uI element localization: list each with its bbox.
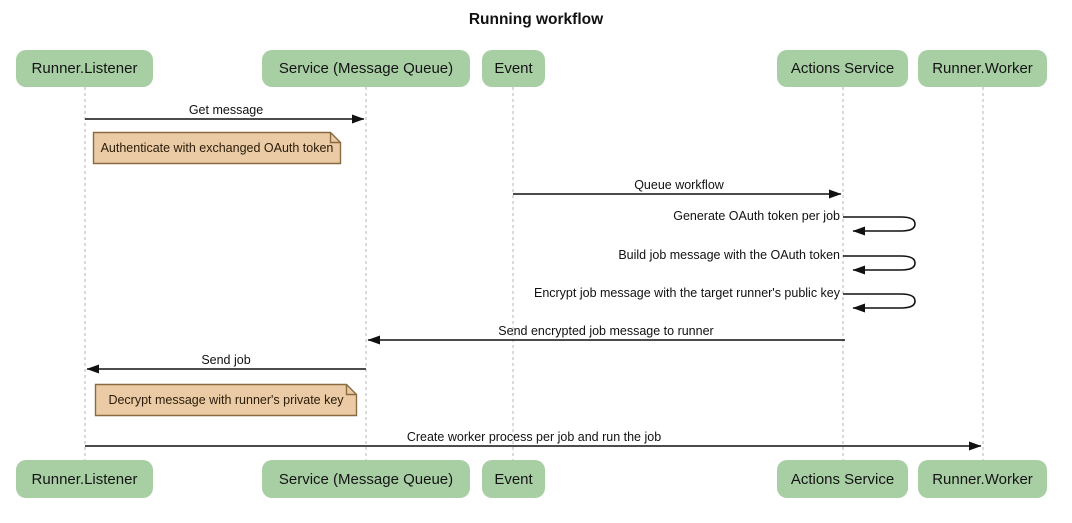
arrow-self-build-message [843, 255, 916, 275]
participant-label: Service (Message Queue) [278, 60, 454, 77]
note-authenticate: Authenticate with exchanged OAuth token [100, 141, 334, 155]
participant-label: Actions Service [790, 470, 895, 488]
participant-top-runner-worker: Runner.Worker [918, 50, 1047, 87]
participant-bottom-runner-listener: Runner.Listener [16, 460, 153, 498]
participant-label: Event [494, 60, 533, 77]
note-decrypt: Decrypt message with runner's private ke… [108, 393, 344, 407]
participant-label: Runner.Listener [31, 470, 138, 488]
arrow-self-generate-token [843, 216, 916, 236]
message-label-queue-workflow: Queue workflow [634, 178, 724, 192]
participant-top-runner-listener: Runner.Listener [16, 50, 153, 87]
note-decrypt-fold-icon [345, 384, 357, 396]
note-authenticate-shape [92, 131, 342, 165]
participant-bottom-event: Event [482, 460, 545, 498]
note-decrypt-shape [94, 383, 358, 417]
message-label-encrypt-message: Encrypt job message with the target runn… [533, 286, 840, 300]
participant-label: Event [494, 470, 533, 488]
message-label-build-message: Build job message with the OAuth token [618, 248, 840, 262]
participant-top-service-queue: Service (Message Queue) [262, 50, 470, 87]
message-label-generate-token: Generate OAuth token per job [673, 209, 840, 223]
diagram-title: Running workflow [468, 11, 604, 28]
participant-label: Runner.Worker [932, 470, 1033, 488]
participant-label: Actions Service [790, 60, 895, 77]
participant-label: Service (Message Queue) [278, 470, 454, 488]
message-label-send-encrypted: Send encrypted job message to runner [498, 324, 714, 338]
participant-bottom-actions-service: Actions Service [777, 460, 908, 498]
message-label-create-worker: Create worker process per job and run th… [406, 430, 662, 444]
participant-bottom-service-queue: Service (Message Queue) [262, 460, 470, 498]
participant-bottom-runner-worker: Runner.Worker [918, 460, 1047, 498]
message-label-send-job: Send job [201, 353, 251, 367]
participant-label: Runner.Worker [932, 60, 1033, 77]
participant-top-event: Event [482, 50, 545, 87]
arrow-self-encrypt-message [843, 293, 916, 313]
message-label-get-message: Get message [188, 103, 264, 117]
note-authenticate-fold-icon [329, 132, 341, 144]
participant-top-actions-service: Actions Service [777, 50, 908, 87]
participant-label: Runner.Listener [31, 60, 138, 77]
